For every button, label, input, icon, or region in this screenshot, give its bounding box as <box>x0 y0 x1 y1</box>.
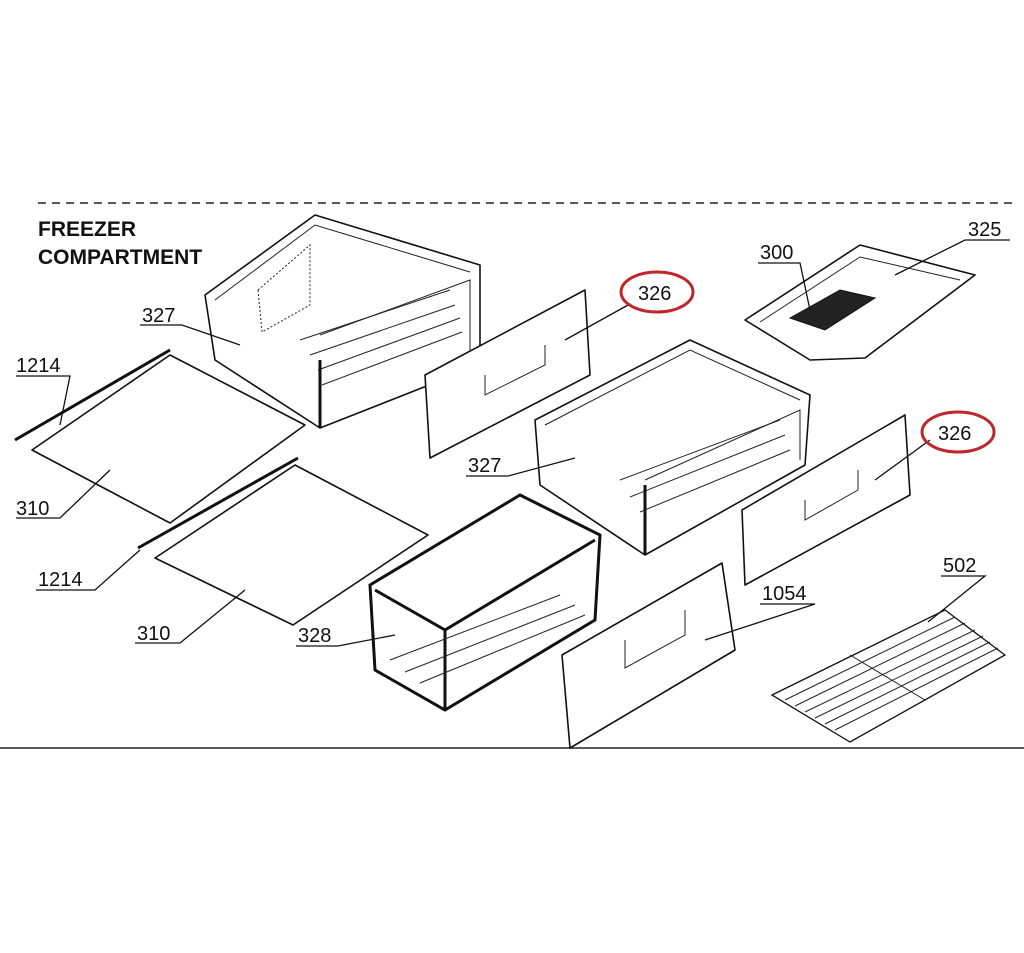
title-line1: FREEZER <box>38 218 136 241</box>
label-326-middle: 326 <box>938 423 971 445</box>
label-310-top: 310 <box>16 498 49 520</box>
label-326-top: 326 <box>638 283 671 305</box>
wire-shelf-502 <box>770 609 1007 743</box>
label-310-bottom: 310 <box>137 623 170 645</box>
highlight-circle-326-middle <box>920 410 996 454</box>
ice-tray-300 <box>788 289 877 331</box>
label-300: 300 <box>760 242 793 264</box>
drawer-front-326-top <box>424 289 591 459</box>
title-line2: COMPARTMENT <box>38 246 202 269</box>
glass-shelf-310-top <box>14 348 306 524</box>
label-1054: 1054 <box>762 583 807 605</box>
label-502: 502 <box>943 555 976 577</box>
label-328: 328 <box>298 625 331 647</box>
label-327-top: 327 <box>142 305 175 327</box>
drawer-327-middle <box>534 339 811 556</box>
label-1214-bottom: 1214 <box>38 569 83 591</box>
label-325: 325 <box>968 219 1001 241</box>
glass-shelf-310-bottom <box>137 456 429 626</box>
highlight-circle-326-top <box>619 270 695 314</box>
label-327-middle: 327 <box>468 455 501 477</box>
drawer-front-326-middle <box>741 414 911 586</box>
label-1214-top: 1214 <box>16 355 61 377</box>
wire-basket-328 <box>368 493 602 712</box>
drawer-327-top <box>204 214 481 429</box>
